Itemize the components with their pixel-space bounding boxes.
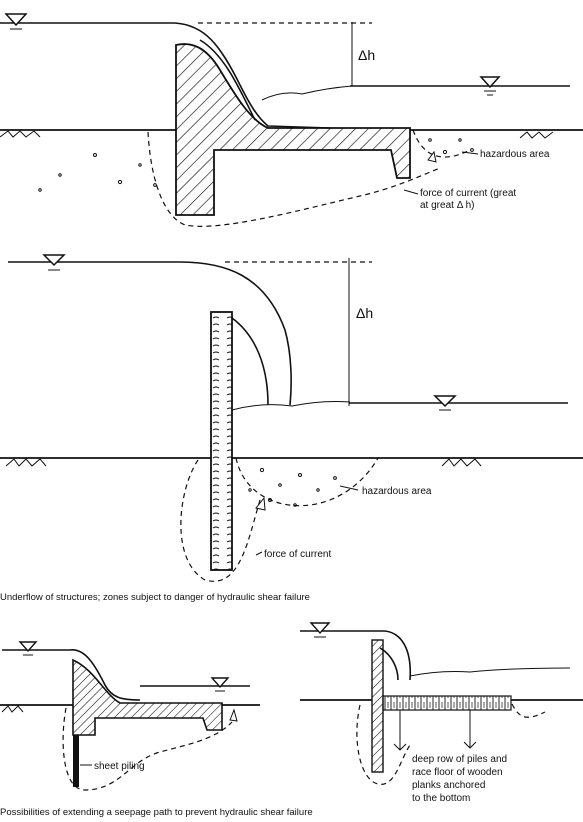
piles-label-line1: deep row of piles and	[412, 754, 507, 765]
caption-seepage: Possibilities of extending a seepage pat…	[0, 807, 313, 818]
force-label-line2: at great Δ h)	[420, 200, 475, 211]
figure-1-weir-with-apron: Δh hazardous area	[0, 13, 583, 227]
delta-h-label: Δh	[358, 47, 375, 63]
hazard-label: hazardous area	[362, 486, 432, 497]
water-level-icon	[18, 641, 38, 656]
water-level-icon	[433, 395, 457, 411]
delta-h-label: Δh	[356, 305, 373, 321]
figure-4-piles-race-floor: deep row of piles and race floor of wood…	[300, 622, 583, 804]
figure-3-sheet-piling: sheet piling	[0, 641, 260, 791]
water-level-icon	[4, 13, 28, 30]
piles-label-line3: planks anchored	[412, 780, 485, 791]
caption-underflow: Underflow of structures; zones subject t…	[0, 592, 310, 603]
water-level-icon	[309, 622, 331, 638]
piles-label-line4: to the bottom	[412, 793, 470, 804]
sheet-piling-label: sheet piling	[94, 761, 145, 772]
water-level-icon	[479, 76, 501, 96]
piles-label-line2: race floor of wooden	[412, 767, 503, 778]
water-level-icon	[210, 677, 230, 692]
hazard-label: hazardous area	[480, 149, 550, 160]
force-label: force of current	[264, 549, 331, 560]
force-label-line1: force of current (great	[420, 188, 516, 199]
water-level-icon	[42, 254, 66, 271]
figure-2-sheet-pile: Δh hazardous area force of current	[0, 254, 583, 582]
